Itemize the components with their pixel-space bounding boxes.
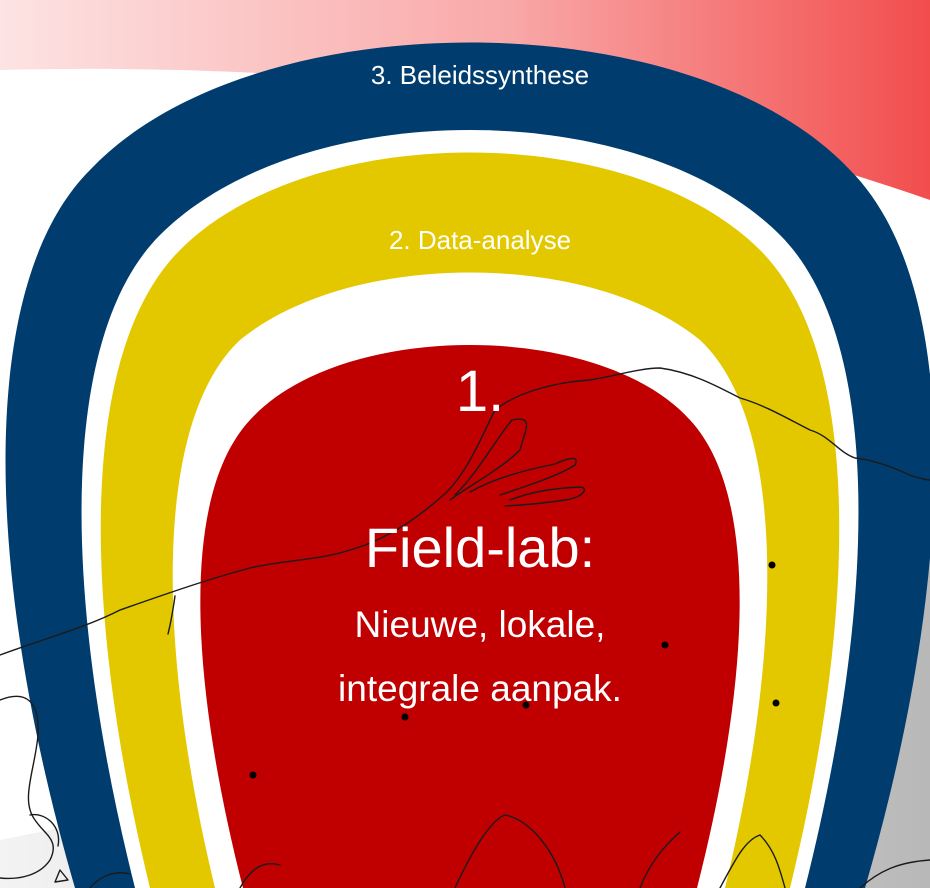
coastline-map-icon (0, 367, 930, 888)
city-dots (249, 561, 780, 779)
background-swoosh-top (0, 0, 930, 200)
inner-circle-description-line2: integrale aanpak. (338, 668, 622, 709)
middle-ring-label: 2. Data-analyse (388, 225, 572, 255)
inner-circle-title: Field-lab: (364, 516, 596, 579)
inner-circle-description-line1: Nieuwe, lokale, (354, 604, 606, 645)
outer-ring-label: 3. Beleidssynthese (370, 60, 590, 90)
inner-circle-number: 1. (455, 359, 505, 424)
inner-circle-shape (200, 345, 740, 888)
